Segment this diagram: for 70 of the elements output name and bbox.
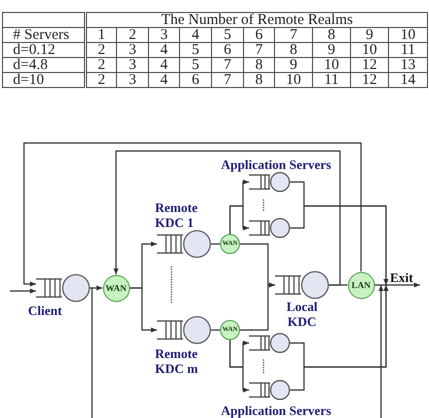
- network-node: WAN: [102, 274, 130, 302]
- table-cell: 5: [180, 42, 212, 58]
- table-cell: 12: [350, 72, 388, 88]
- arrow: [90, 286, 102, 290]
- table-cell: 6: [180, 72, 212, 88]
- table-cell: 6: [212, 42, 244, 58]
- queue-server-symbol: [249, 333, 290, 353]
- row-header: # Servers: [2, 28, 86, 42]
- arrow: [229, 205, 249, 234]
- table-cell: 12: [350, 58, 388, 72]
- connector-line: [90, 287, 93, 418]
- arrow: [290, 205, 388, 285]
- table-cell: 8: [244, 72, 274, 88]
- table-cell: 7: [244, 42, 274, 58]
- arrow: [10, 288, 36, 294]
- table-cell: 14: [388, 72, 428, 88]
- table-cell: 11: [388, 42, 428, 58]
- table-cell: 10: [388, 28, 428, 42]
- table-cell: 9: [274, 58, 312, 72]
- arrow: [114, 150, 341, 286]
- table-cell: 3: [116, 72, 148, 88]
- table-cell: 2: [86, 72, 116, 88]
- table-cell: 3: [148, 28, 180, 42]
- group-label: Application Servers: [221, 157, 332, 172]
- table-cell: 5: [180, 58, 212, 72]
- table-cell: 4: [148, 42, 180, 58]
- table-cell: 10: [350, 42, 388, 58]
- table-cell: 8: [274, 42, 312, 58]
- arrow: [374, 282, 420, 288]
- table-cell: 13: [388, 58, 428, 72]
- queue-server-symbol: [249, 380, 290, 400]
- node-label: Remote KDC m: [155, 346, 199, 376]
- table-cell: 7: [212, 72, 244, 88]
- table-cell: 2: [86, 58, 116, 72]
- node-label: Remote KDC 1: [155, 200, 199, 230]
- table-cell: 4: [148, 58, 180, 72]
- group-label: Application Servers: [221, 403, 332, 418]
- table-cell: 5: [212, 28, 244, 42]
- table-cell: 1: [86, 28, 116, 42]
- table-cell: 7: [274, 28, 312, 42]
- table-cell: 9: [312, 42, 350, 58]
- row-header: d=10: [2, 72, 86, 88]
- row-header: d=0.12: [2, 42, 86, 58]
- network-node: LAN: [348, 272, 374, 298]
- arrow: [378, 285, 384, 418]
- table-cell: 9: [350, 28, 388, 42]
- table-header: The Number of Remote Realms: [86, 12, 428, 28]
- table-cell: 10: [274, 72, 312, 88]
- table-cell: 10: [312, 58, 350, 72]
- table-cell: 2: [116, 28, 148, 42]
- arrow: [290, 285, 388, 391]
- exit-label: Exit: [381, 270, 420, 285]
- table-cell: 2: [86, 42, 116, 58]
- table-cell: 11: [312, 72, 350, 88]
- queue-server-symbol: [249, 218, 290, 238]
- row-header: d=4.8: [2, 58, 86, 72]
- arrow: [229, 340, 249, 392]
- node-label: Local KDC: [285, 299, 319, 329]
- table-cell: 8: [244, 58, 274, 72]
- table-cell: 6: [244, 28, 274, 42]
- table-cell: 3: [116, 42, 148, 58]
- table-cell: 4: [180, 28, 212, 42]
- arrow: [130, 287, 157, 332]
- queue-server-symbol: [249, 172, 290, 192]
- table-cell: 8: [312, 28, 350, 42]
- table-cell: 7: [212, 58, 244, 72]
- arrow: [240, 282, 275, 331]
- table-cell: 3: [116, 58, 148, 72]
- node-label: Client: [28, 303, 62, 318]
- table-cell: 4: [148, 72, 180, 88]
